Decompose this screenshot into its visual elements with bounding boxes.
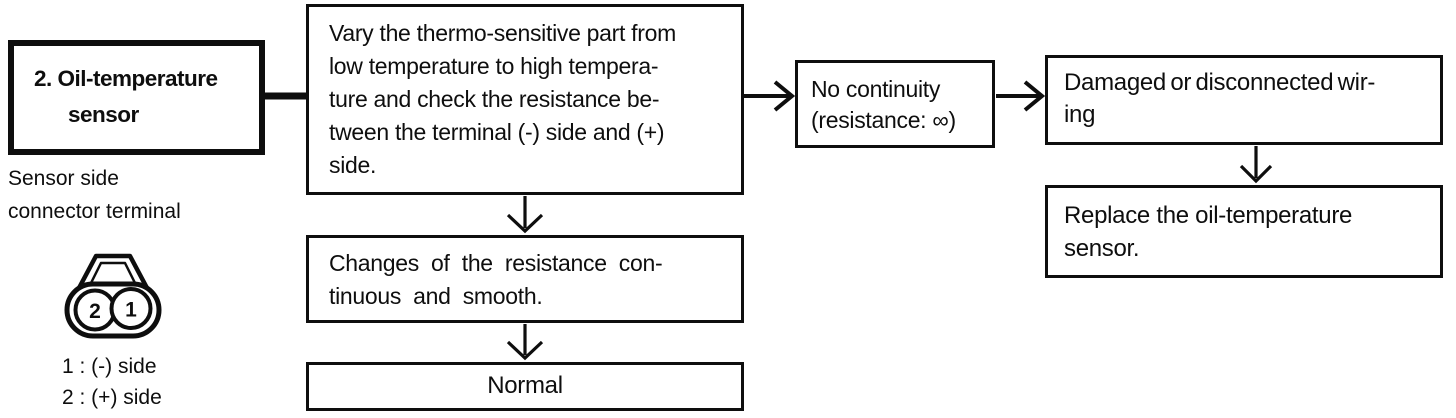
result-ok-node: Changes of the resistance con- tinuous a… (306, 235, 744, 323)
start-node-oil-temperature-sensor: 2. Oil-temperature sensor (8, 40, 265, 155)
pin-2-label: 2 (89, 300, 101, 323)
replace-sensor-node: Replace the oil-temperature sensor. (1045, 185, 1443, 278)
test-procedure-node: Vary the thermo-sensitive part from low … (306, 4, 744, 195)
arrow-ok-to-normal (506, 324, 544, 361)
pin-1-circle (109, 287, 153, 330)
damaged-wiring-node: Damaged or disconnected wir- ing (1045, 55, 1443, 145)
connector-caption: Sensor side connector terminal (8, 167, 181, 223)
arrow-cause-to-action (1239, 146, 1273, 184)
legend-pin1: 1 : (-) side (62, 355, 157, 378)
arrow-fail-to-cause (996, 80, 1046, 112)
connector-icon: 2 1 (64, 253, 162, 339)
legend-pin2: 2 : (+) side (62, 386, 162, 409)
no-continuity-node: No continuity (resistance: ∞) (795, 60, 995, 148)
pin-1-label: 1 (125, 299, 137, 322)
normal-node: Normal (306, 362, 744, 411)
arrow-test-to-fail (744, 80, 796, 112)
arrow-test-to-ok (506, 196, 544, 234)
